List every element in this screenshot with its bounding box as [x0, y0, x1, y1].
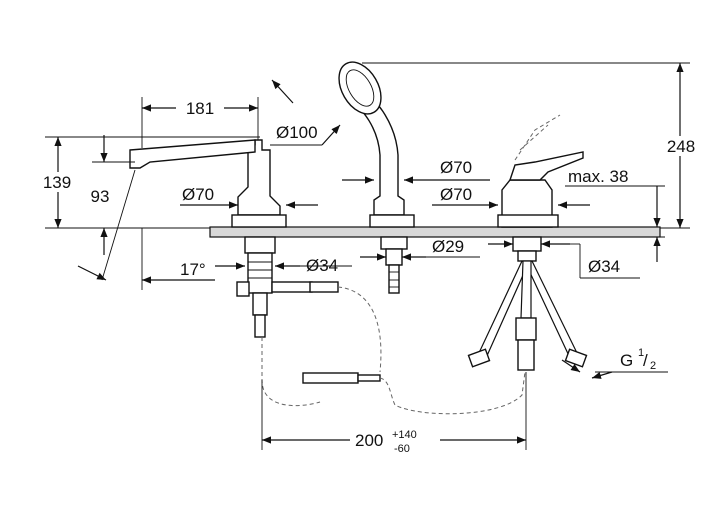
- mixer: [497, 114, 584, 228]
- dim-200-label: 200: [355, 431, 383, 450]
- dim-181-label: 181: [186, 99, 214, 118]
- dim-248: [362, 62, 700, 228]
- handshower-connection: [302, 236, 526, 415]
- dim-17: [77, 169, 215, 290]
- dim-200-tol-plus: +140: [392, 429, 417, 441]
- dim-200: [261, 372, 527, 454]
- dim-100: [270, 79, 341, 146]
- dim-248-label: 248: [667, 137, 695, 156]
- dim-29-label: Ø29: [432, 237, 464, 256]
- dim-139-label: 139: [43, 173, 71, 192]
- spout: [129, 139, 287, 228]
- dim-thread: [561, 359, 668, 379]
- dim-93: [92, 135, 135, 255]
- dim-139: [40, 136, 260, 228]
- dim-max38-label: max. 38: [568, 167, 628, 186]
- thread-fraction-slash: /: [643, 351, 648, 370]
- dim-70-mixer-label: Ø70: [440, 185, 472, 204]
- dim-70-handshower-label: Ø70: [440, 158, 472, 177]
- dim-34-right-label: Ø34: [588, 257, 620, 276]
- dim-34-right: [488, 240, 640, 279]
- dim-thread-g: G: [620, 351, 633, 370]
- deck-plate: [45, 226, 690, 238]
- mixer-hoses: [467, 236, 588, 371]
- dim-93-label: 93: [91, 187, 110, 206]
- dim-17-label: 17°: [180, 260, 206, 279]
- dim-100-label: Ø100: [276, 123, 318, 142]
- hand-shower: [338, 61, 415, 228]
- dim-thread-num: 1: [638, 347, 644, 359]
- dim-34-left-label: Ø34: [306, 256, 338, 275]
- dim-thread-den: 2: [650, 360, 656, 372]
- dim-200-tol-minus: -60: [394, 443, 410, 455]
- dim-181: [141, 96, 259, 148]
- dim-70-spout-label: Ø70: [182, 185, 214, 204]
- dim-max38: [565, 185, 665, 262]
